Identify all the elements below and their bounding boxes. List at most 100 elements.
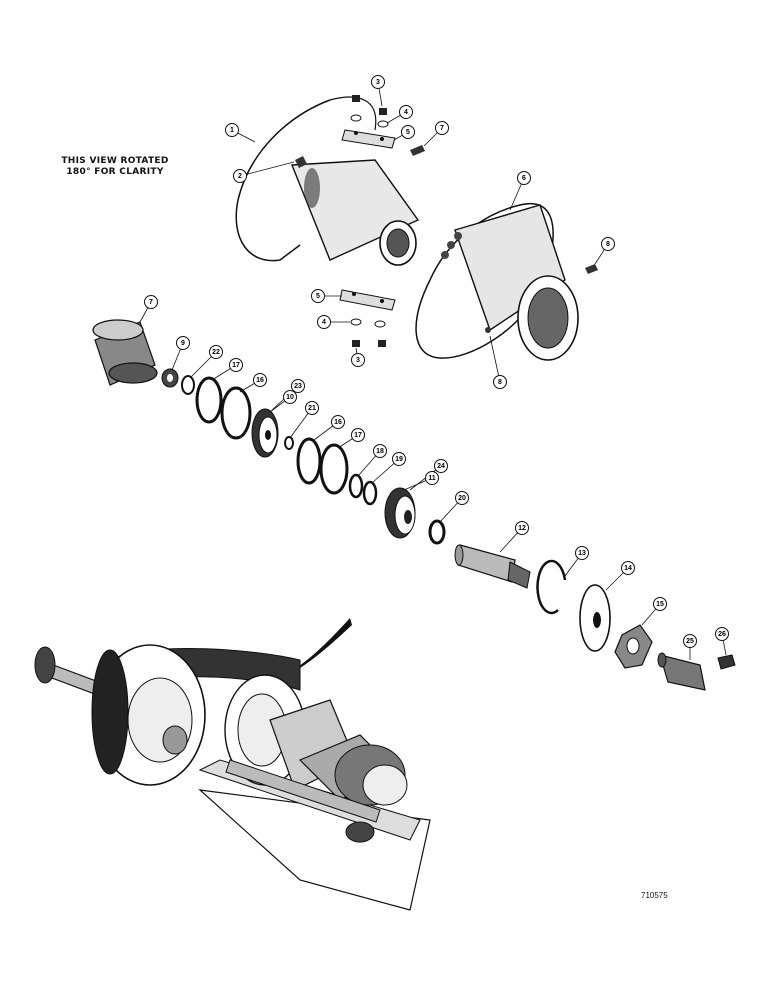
- rotation-note: THIS VIEW ROTATED 180° FOR CLARITY: [50, 156, 180, 178]
- rotation-note-line-2: 180° FOR CLARITY: [66, 167, 164, 177]
- callout-c3b: 3: [351, 347, 365, 367]
- callout-label: 18: [376, 448, 384, 455]
- callout-circle: [311, 289, 325, 303]
- part-26-grease-fitting: [717, 654, 736, 670]
- callout-label: 10: [286, 394, 294, 401]
- callout-label: 5: [316, 293, 320, 300]
- part-16-o-ring-lower: [296, 437, 322, 485]
- part-5-key-bar-upper: [341, 129, 396, 149]
- inset-pointer-arrow: [290, 618, 352, 672]
- callout-circle: [253, 373, 267, 387]
- figure-number: 710575: [641, 891, 668, 900]
- callout-label: 12: [518, 525, 526, 532]
- part-13-snap-ring: [536, 559, 567, 615]
- part-2-set-screws: [295, 145, 425, 168]
- part-22-washer: [181, 375, 195, 395]
- callout-circle: [401, 125, 415, 139]
- part-11-seal-housing: [384, 487, 416, 539]
- callout-c17b: 17: [337, 428, 365, 449]
- part-18-o-ring: [348, 473, 364, 499]
- callout-circle: [291, 379, 305, 393]
- callout-label: 15: [656, 601, 664, 608]
- callout-label: 22: [212, 349, 220, 356]
- callout-circle: [493, 375, 507, 389]
- callout-label: 3: [376, 79, 380, 86]
- callout-label: 8: [498, 379, 502, 386]
- callout-circle: [225, 123, 239, 137]
- callout-circle: [176, 336, 190, 350]
- callout-label: 26: [718, 631, 726, 638]
- part-9-nut: [161, 368, 179, 388]
- callout-c9: 9: [171, 336, 190, 371]
- callout-c10: 10: [269, 390, 297, 413]
- callout-c2: 2: [233, 161, 295, 183]
- callout-circle: [305, 401, 319, 415]
- part-17-o-ring-upper: [195, 376, 223, 424]
- callout-label: 7: [149, 299, 153, 306]
- callout-circle: [331, 415, 345, 429]
- callout-circle: [209, 345, 223, 359]
- callout-circle: [653, 597, 667, 611]
- callout-c20: 20: [439, 491, 469, 523]
- callout-circle: [434, 459, 448, 473]
- callout-c5a: 5: [393, 125, 415, 141]
- callout-circle: [683, 634, 697, 648]
- callout-c8a: 8: [594, 237, 615, 265]
- callout-circle: [233, 169, 247, 183]
- callout-circle: [715, 627, 729, 641]
- callout-label: 25: [686, 638, 694, 645]
- callout-c22: 22: [189, 345, 223, 379]
- callout-c6: 6: [509, 171, 531, 211]
- callout-circle: [435, 121, 449, 135]
- callout-c12: 12: [499, 521, 529, 553]
- callout-label: 13: [578, 550, 586, 557]
- callout-c13: 13: [564, 546, 589, 577]
- callout-circle: [425, 471, 439, 485]
- callout-circle: [144, 295, 158, 309]
- part-6-sheave-half: [415, 202, 598, 361]
- callout-label: 24: [437, 463, 445, 470]
- part-25-fitting: [657, 652, 706, 691]
- part-15-nut: [614, 624, 653, 669]
- callout-circle: [517, 171, 531, 185]
- callout-label: 2: [238, 173, 242, 180]
- callout-circle: [317, 315, 331, 329]
- callout-label: 4: [322, 319, 326, 326]
- inset-assembled-drive: [34, 644, 431, 911]
- callout-c15: 15: [641, 597, 667, 626]
- callout-c14: 14: [605, 561, 635, 591]
- callout-c8b: 8: [489, 335, 507, 389]
- part-5-key-bar-lower: [339, 289, 396, 311]
- part-7-bushing: [92, 319, 158, 386]
- callout-c7b: 7: [139, 295, 158, 323]
- callout-circle: [575, 546, 589, 560]
- callout-c11: 11: [403, 471, 439, 491]
- part-12-shaft: [454, 544, 531, 589]
- callout-label: 7: [440, 125, 444, 132]
- part-4-washers: [350, 114, 389, 328]
- callout-c4b: 4: [317, 315, 350, 329]
- part-14-disc: [579, 584, 611, 652]
- part-17-o-ring-lower: [319, 443, 349, 495]
- callout-c16a: 16: [239, 373, 267, 393]
- callout-label: 16: [334, 419, 342, 426]
- callout-leader: [239, 161, 295, 177]
- callout-label: 1: [230, 127, 234, 134]
- callout-label: 5: [406, 129, 410, 136]
- callout-circle: [351, 353, 365, 367]
- callout-circle: [399, 105, 413, 119]
- callout-circle: [283, 390, 297, 404]
- callout-circle: [455, 491, 469, 505]
- callout-circle: [621, 561, 635, 575]
- callout-c7a: 7: [423, 121, 449, 147]
- callout-label: 23: [294, 383, 302, 390]
- callout-label: 17: [232, 362, 240, 369]
- callout-c5b: 5: [311, 289, 342, 303]
- part-3-screws: [352, 95, 387, 347]
- callout-circle: [229, 358, 243, 372]
- part-20-ring: [428, 519, 446, 545]
- callout-label: 20: [458, 495, 466, 502]
- callout-circle: [515, 521, 529, 535]
- callout-c25: 25: [683, 634, 697, 660]
